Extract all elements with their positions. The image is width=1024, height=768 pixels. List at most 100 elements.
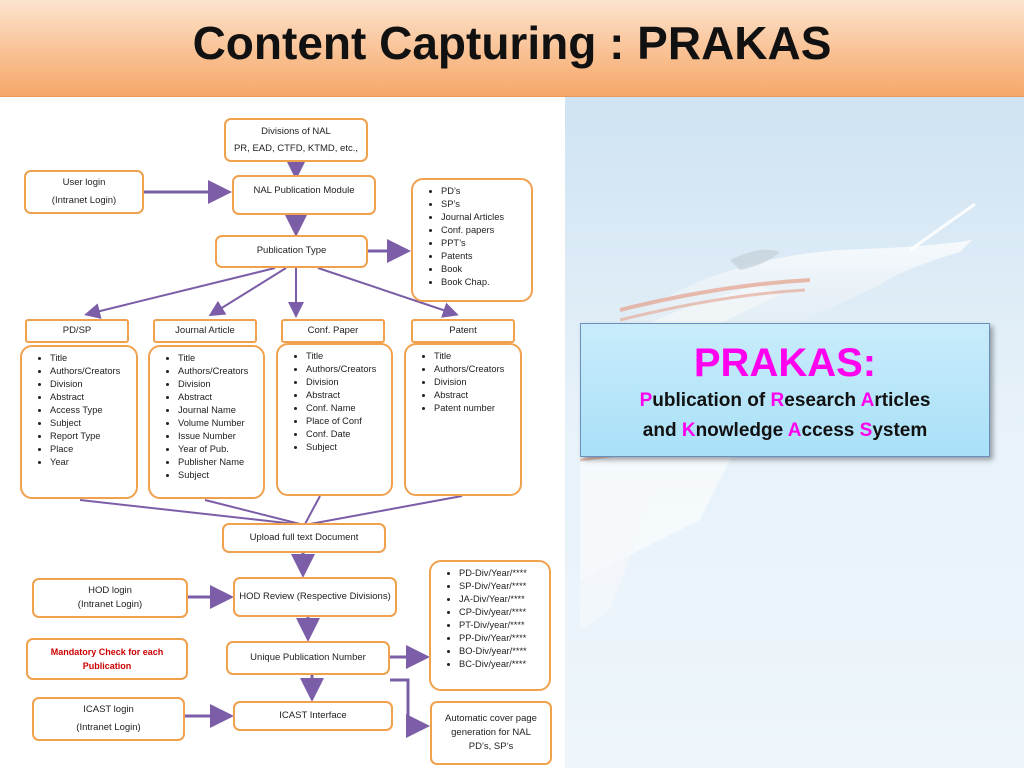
acronym-letter: S	[859, 420, 873, 441]
arrow-number-to-cover	[390, 678, 430, 738]
list-item: Subject	[178, 469, 248, 482]
arrow-journal-to-upload	[204, 499, 301, 525]
fields-box-pdsp: TitleAuthors/CreatorsDivisionAbstractAcc…	[20, 345, 138, 499]
list-item: PP-Div/Year/****	[459, 632, 527, 645]
list-item: Journal Name	[178, 404, 248, 417]
list-item: BO-Div/year/****	[459, 645, 527, 658]
list-item: Division	[306, 376, 376, 389]
callout-line-1: Publication of Research Articles	[581, 386, 989, 416]
category-label: Patent	[449, 324, 477, 336]
icast-login-label: ICAST login	[83, 703, 134, 715]
fields-list: TitleAuthors/CreatorsDivisionAbstractAcc…	[26, 352, 120, 469]
unique-number-box: Unique Publication Number	[226, 641, 390, 675]
icast-interface-label: ICAST Interface	[279, 709, 347, 721]
acronym-letter: A	[860, 390, 875, 411]
upload-label: Upload full text Document	[249, 531, 359, 543]
hod-login-box: HOD login (Intranet Login)	[32, 578, 188, 618]
list-item: Authors/Creators	[50, 365, 120, 378]
list-item: Book	[441, 263, 504, 276]
list-item: SP’s	[441, 198, 504, 211]
divisions-label: Divisions of NAL	[261, 125, 331, 137]
user-login-label: User login	[62, 176, 106, 188]
upload-box: Upload full text Document	[222, 523, 386, 553]
list-item: Authors/Creators	[434, 363, 504, 376]
number-formats-list: PD-Div/Year/****SP-Div/Year/****JA-Div/Y…	[435, 567, 527, 671]
category-header-conf: Conf. Paper	[281, 319, 385, 343]
divisions-list: PR, EAD, CTFD, KTMD, etc.,	[233, 143, 359, 154]
acronym-letter: K	[681, 420, 696, 441]
category-header-pdsp: PD/SP	[25, 319, 129, 343]
list-item: Conf. Date	[306, 428, 376, 441]
cover-page-line: Automatic cover page	[445, 713, 537, 725]
list-item: PPT’s	[441, 237, 504, 250]
list-item: Abstract	[306, 389, 376, 402]
acronym-letter: A	[787, 420, 802, 441]
fields-box-conf: TitleAuthors/CreatorsDivisionAbstractCon…	[276, 343, 393, 496]
list-item: SP-Div/Year/****	[459, 580, 527, 593]
arrow-type-to-pdsp	[84, 267, 276, 319]
category-label: PD/SP	[62, 324, 92, 336]
list-item: Title	[306, 350, 376, 363]
arrow-type-to-journal	[208, 267, 287, 317]
unique-number-label: Unique Publication Number	[250, 651, 366, 663]
list-item: Abstract	[50, 391, 120, 404]
list-item: Title	[50, 352, 120, 365]
list-item: Conf. papers	[441, 224, 504, 237]
fields-box-journal: TitleAuthors/CreatorsDivisionAbstractJou…	[148, 345, 265, 499]
mandatory-label: Mandatory Check for each	[50, 646, 164, 657]
list-item: Title	[434, 350, 504, 363]
list-item: Report Type	[50, 430, 120, 443]
hod-login-label: HOD login	[88, 584, 132, 596]
icast-login-sub: (Intranet Login)	[76, 722, 141, 733]
callout-text: ystem	[872, 420, 928, 441]
hod-review-label: HOD Review (Respective Divisions)	[239, 590, 391, 602]
nal-module-box: NAL Publication Module	[232, 175, 376, 215]
category-label: Conf. Paper	[307, 324, 359, 336]
list-item: Book Chap.	[441, 276, 504, 289]
list-item: Division	[434, 376, 504, 389]
list-item: Journal Articles	[441, 211, 504, 224]
fields-list: TitleAuthors/CreatorsDivisionAbstractCon…	[282, 350, 376, 454]
hod-review-box: HOD Review (Respective Divisions)	[233, 577, 397, 617]
cover-page-box: Automatic cover page generation for NAL …	[430, 701, 552, 765]
callout-heading: PRAKAS:	[693, 341, 877, 385]
callout-text: rticles	[874, 390, 931, 411]
list-item: Abstract	[434, 389, 504, 402]
publication-type-label: Publication Type	[256, 245, 327, 257]
list-item: Abstract	[178, 391, 248, 404]
list-item: Place of Conf	[306, 415, 376, 428]
list-item: Division	[50, 378, 120, 391]
list-item: PT-Div/year/****	[459, 619, 527, 632]
arrow-pdsp-to-upload	[79, 499, 296, 525]
fields-list: TitleAuthors/CreatorsDivisionAbstractJou…	[154, 352, 248, 482]
user-login-box: User login (Intranet Login)	[24, 170, 144, 214]
list-item: Year of Pub.	[178, 443, 248, 456]
list-item: Authors/Creators	[178, 365, 248, 378]
callout-text: and	[642, 420, 682, 441]
divisions-box: Divisions of NAL PR, EAD, CTFD, KTMD, et…	[224, 118, 368, 162]
list-item: Place	[50, 443, 120, 456]
list-item: JA-Div/Year/****	[459, 593, 527, 606]
mandatory-check-box: Mandatory Check for each Publication	[26, 638, 188, 680]
list-item: PD’s	[441, 185, 504, 198]
hod-login-sub: (Intranet Login)	[77, 599, 143, 610]
list-item: Access Type	[50, 404, 120, 417]
list-item: Patents	[441, 250, 504, 263]
list-item: CP-Div/year/****	[459, 606, 527, 619]
list-item: Subject	[306, 441, 376, 454]
types-list-box: PD’sSP’sJournal ArticlesConf. papersPPT’…	[411, 178, 533, 302]
icast-interface-box: ICAST Interface	[233, 701, 393, 731]
list-item: BC-Div/year/****	[459, 658, 527, 671]
category-header-journal: Journal Article	[153, 319, 257, 343]
user-login-sub: (Intranet Login)	[51, 195, 117, 206]
publication-type-box: Publication Type	[215, 235, 368, 268]
list-item: Subject	[50, 417, 120, 430]
cover-page-line: generation for NAL	[451, 727, 531, 739]
acronym-letter: P	[639, 390, 653, 411]
category-label: Journal Article	[175, 324, 235, 336]
callout-text: esearch	[784, 390, 861, 411]
callout-text: nowledge	[695, 420, 788, 441]
mandatory-sub: Publication	[82, 661, 132, 671]
fields-box-patent: TitleAuthors/CreatorsDivisionAbstractPat…	[404, 343, 522, 496]
